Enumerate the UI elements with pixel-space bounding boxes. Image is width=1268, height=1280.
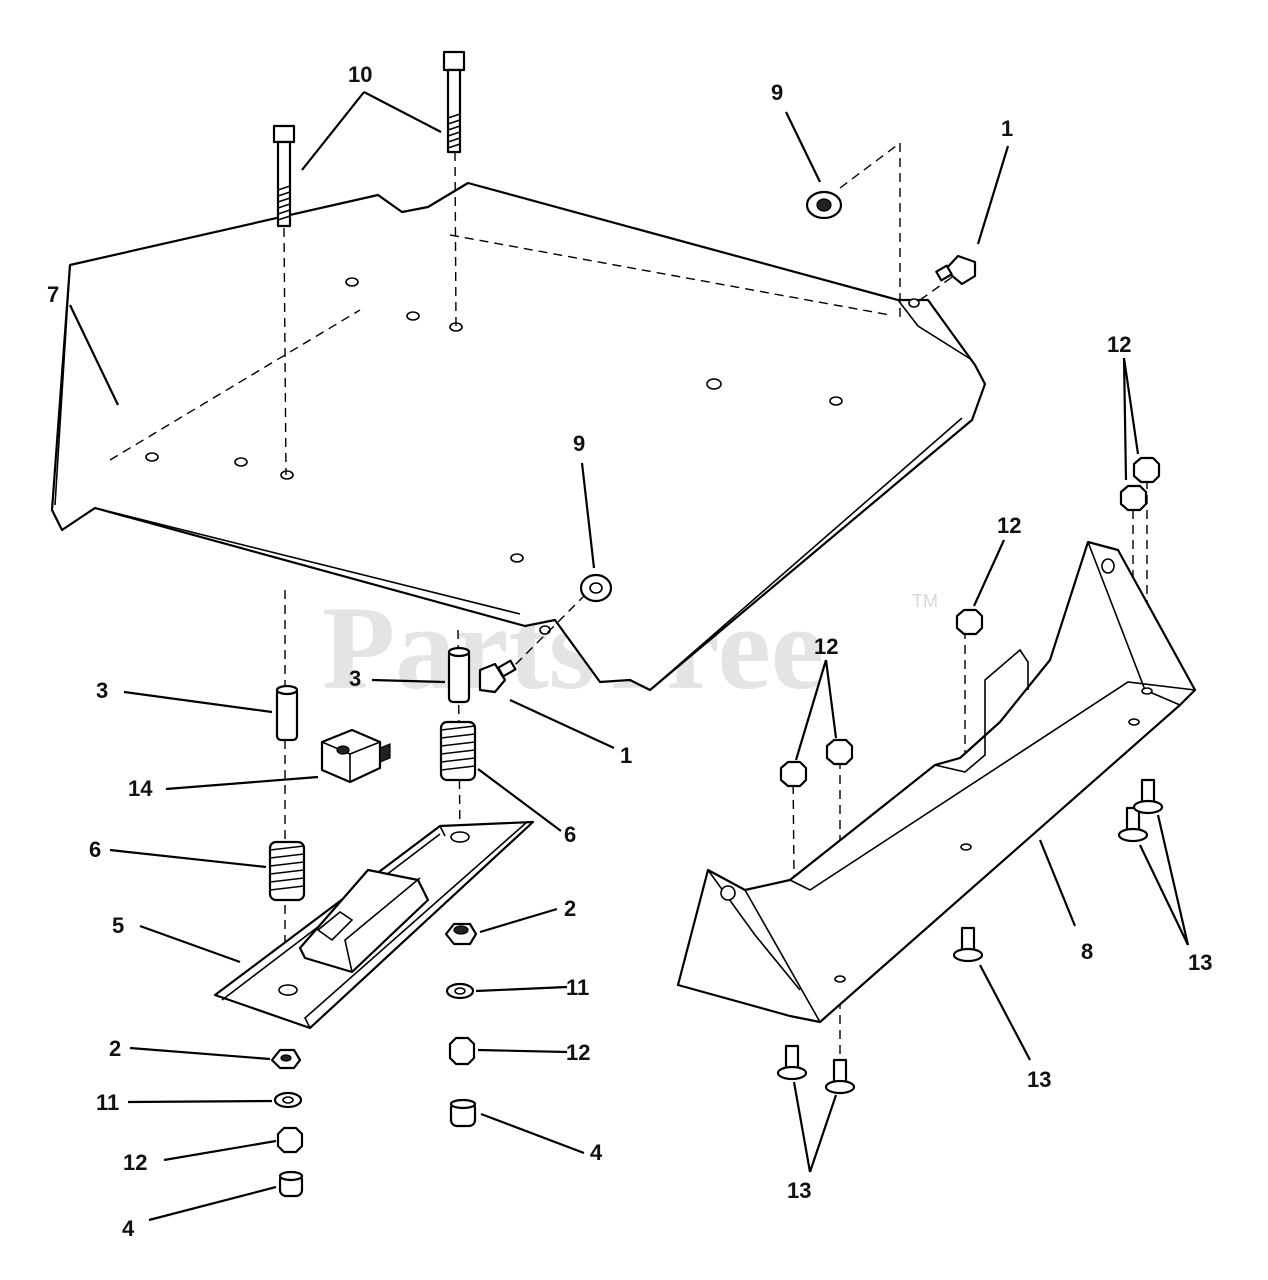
callout-12-right-stack: 12	[566, 1040, 590, 1065]
callout-11-right: 11	[566, 975, 589, 1000]
callout-7: 7	[47, 282, 59, 307]
frame-nut-d	[1119, 484, 1148, 512]
nut-right	[444, 922, 478, 946]
flange-nut-lower	[579, 573, 613, 603]
callout-6-left: 6	[89, 837, 101, 862]
callout-13-bottom: 13	[787, 1178, 811, 1203]
callout-10: 10	[348, 62, 372, 87]
callout-12-frame-left: 12	[814, 634, 838, 659]
washer-right	[445, 982, 475, 1000]
bolt-long-left	[272, 124, 296, 228]
frame-screw-d	[1117, 806, 1149, 843]
callout-9-upper: 9	[771, 80, 783, 105]
switch-bracket	[213, 820, 535, 1030]
callout-5: 5	[112, 913, 124, 938]
frame-nut-a	[955, 608, 984, 636]
frame-screw-b	[776, 1044, 808, 1081]
callout-labels: 10 9 1 7 12 9 12 12 3 3 1 14 6 6 2 5 11 …	[47, 62, 1212, 1241]
callout-12-left-stack: 12	[123, 1150, 147, 1175]
frame-screw-e	[1132, 778, 1164, 815]
bolt-long-right	[442, 50, 466, 154]
callout-13-center: 13	[1027, 1067, 1051, 1092]
callout-2-right: 2	[564, 896, 576, 921]
callout-13-right: 13	[1188, 950, 1212, 975]
frame-nut-c	[825, 738, 854, 766]
shoulder-bolt-lower	[478, 659, 517, 694]
callout-12-top-right: 12	[1107, 332, 1131, 357]
hex-nut-left	[276, 1126, 304, 1154]
frame-screw-c	[824, 1058, 856, 1095]
callout-2-left: 2	[109, 1036, 121, 1061]
spacer-left	[275, 684, 299, 742]
hex-nut-right	[448, 1036, 476, 1066]
callout-3-left: 3	[96, 678, 108, 703]
frame-nut-b	[779, 760, 808, 788]
cap-left	[278, 1170, 304, 1198]
leader-lines	[69, 91, 1190, 1222]
seat-switch	[320, 728, 391, 784]
callout-1-lower: 1	[620, 743, 632, 768]
watermark-trademark: TM	[912, 591, 938, 611]
nut-left	[270, 1048, 302, 1070]
spring-left	[268, 840, 306, 902]
cap-right	[449, 1098, 477, 1128]
seat-mounting-plate	[50, 181, 987, 692]
callout-11-left: 11	[96, 1090, 119, 1115]
callout-3-right: 3	[349, 666, 361, 691]
callout-4-left: 4	[122, 1216, 135, 1241]
spring-right	[439, 720, 477, 782]
frame-screw-a	[952, 926, 984, 963]
washer-left	[273, 1091, 303, 1109]
shoulder-bolt-upper	[935, 254, 977, 286]
callout-8: 8	[1081, 939, 1093, 964]
callout-12-frame-center: 12	[997, 513, 1021, 538]
callout-14: 14	[128, 776, 153, 801]
callout-6-right: 6	[564, 822, 576, 847]
callout-4-right: 4	[590, 1140, 603, 1165]
callout-9-lower: 9	[573, 431, 585, 456]
frame-nut-e	[1132, 456, 1161, 484]
flange-nut-upper	[805, 190, 843, 220]
seat-frame	[676, 540, 1197, 1024]
callout-1-upper: 1	[1001, 116, 1013, 141]
spacer-right	[447, 646, 471, 704]
